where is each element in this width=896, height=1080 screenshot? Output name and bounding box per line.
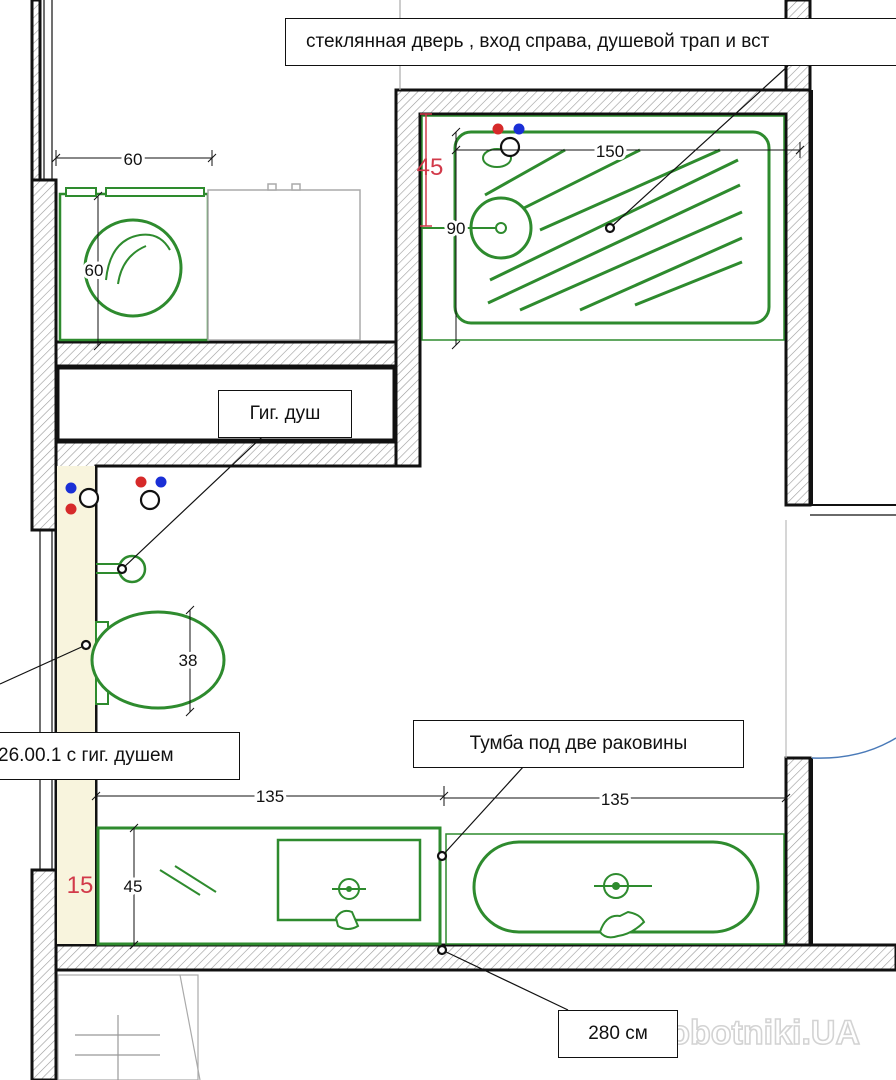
- callout-toilet-text: 26.00.1 с гиг. душем: [0, 745, 174, 766]
- building-outline: [39, 0, 896, 945]
- callout-vanity-text: Тумба под две раковины: [469, 733, 688, 754]
- dim-washer-depth: 60: [85, 261, 104, 280]
- watermark: Robotniki.UA: [645, 1014, 860, 1052]
- door-swing: [811, 737, 896, 759]
- lower-room: [57, 974, 201, 1080]
- dim-shower-offset: 45: [417, 154, 444, 181]
- water-points: [65, 123, 525, 515]
- wall-left-lower: [30, 868, 58, 1080]
- wall-bottom: [54, 943, 896, 972]
- red-dimension: [420, 113, 432, 227]
- dim-shower-length: 150: [596, 142, 624, 161]
- dim-vanity-depth: 45: [124, 877, 143, 896]
- hygienic-shower-fixture: [96, 554, 147, 584]
- dimension-lines: [51, 127, 805, 950]
- wall-top-left: [30, 0, 42, 182]
- wall-washer-bottom: [54, 340, 398, 368]
- wall-highlight-strip: [57, 466, 95, 944]
- dim-toilet-depth: 38: [179, 651, 198, 670]
- washing-machine: [58, 187, 210, 342]
- callout-hygienic-shower-text: Гиг. душ: [249, 403, 321, 424]
- callout-glass-door-text: стеклянная дверь , вход справа, душевой …: [306, 31, 770, 52]
- leader-dots: [80, 222, 616, 956]
- dim-vanity-left-width: 135: [256, 787, 284, 806]
- wall-left-upper: [30, 178, 58, 532]
- dim-washer-width: 60: [124, 150, 143, 169]
- callout-hygienic-shower: Гиг. душ: [218, 390, 352, 438]
- callout-toilet: 26.00.1 с гиг. душем: [0, 732, 240, 780]
- vanity-left: [96, 826, 442, 946]
- leader-lines: [0, 65, 789, 1011]
- callout-glass-door: стеклянная дверь , вход справа, душевой …: [285, 18, 896, 66]
- wall-right-lower: [784, 756, 812, 947]
- vanity-right: [445, 833, 785, 945]
- shower-tray: [421, 115, 785, 341]
- toilet: [90, 610, 226, 710]
- dim-wall-offset: 15: [67, 872, 94, 899]
- callout-room-width-text: 280 см: [588, 1023, 648, 1044]
- dim-shower-width: 90: [447, 219, 466, 238]
- callout-vanity: Тумба под две раковины: [413, 720, 744, 768]
- wall-shower-top: [394, 88, 812, 507]
- dim-vanity-right-width: 135: [601, 790, 629, 809]
- callout-room-width: 280 см: [558, 1010, 678, 1058]
- dryer-cabinet: [207, 183, 361, 341]
